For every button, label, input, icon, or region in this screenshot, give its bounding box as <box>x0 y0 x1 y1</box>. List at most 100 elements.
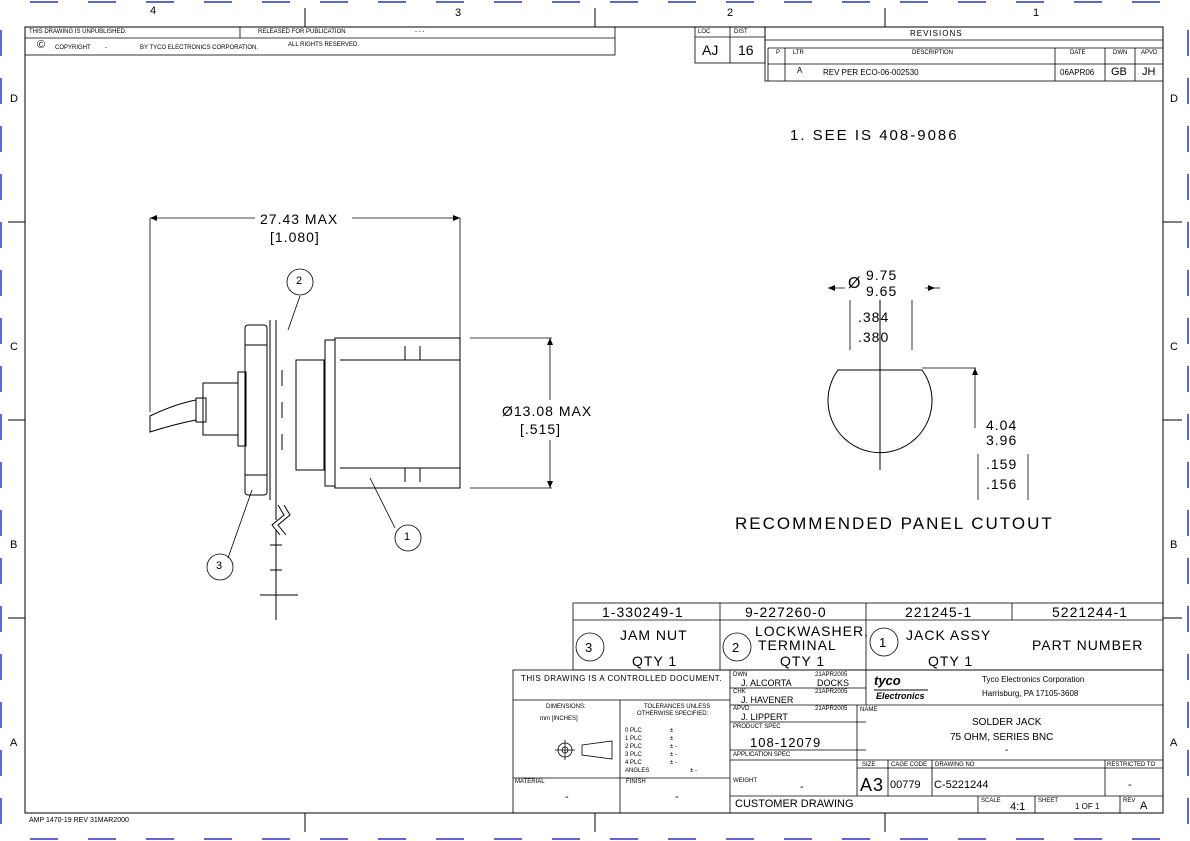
item-1-qty: QTY 1 <box>928 653 974 669</box>
dim-cutout-inch-lower: .380 <box>858 329 890 345</box>
balloon-2-label: 2 <box>296 275 303 287</box>
copyright-label: COPYRIGHT <box>55 45 91 51</box>
revision-row-date: 06APR06 <box>1060 68 1095 77</box>
zone-label-side-c: C <box>10 341 18 353</box>
tyco-logo-subtitle: Electronics <box>876 691 925 701</box>
dim-cutout-diameter-lower: 9.65 <box>866 283 898 299</box>
released-label: RELEASED FOR PUBLICATION <box>258 29 346 35</box>
company-address: Harrisburg, PA 17105-3608 <box>982 689 1079 698</box>
item-1-number: 1 <box>879 635 887 650</box>
material-value: - <box>565 791 569 803</box>
rev-label: REV <box>1123 798 1136 804</box>
zone-label-side-b-right: B <box>1170 539 1178 551</box>
size-value: A3 <box>860 775 885 795</box>
dwn-date: 21APR2005 <box>815 672 848 678</box>
sheet-label: SHEET <box>1038 798 1059 804</box>
panel-cutout-view <box>827 300 933 470</box>
item-2-number: 2 <box>732 640 740 655</box>
controlled-document-notice: THIS DRAWING IS A CONTROLLED DOCUMENT. <box>521 674 722 683</box>
header-box <box>24 26 616 56</box>
product-spec-label: PRODUCT SPEC <box>733 724 781 730</box>
connector-side-view <box>149 320 461 620</box>
part-number-item-3: 1-330249-1 <box>602 604 684 620</box>
plc-1-value: ± <box>670 736 674 742</box>
dist-label: DIST <box>734 29 748 35</box>
weight-label: WEIGHT <box>733 778 757 784</box>
plc-2-label: 2 PLC <box>625 744 642 750</box>
finish-value: - <box>675 791 679 803</box>
plc-4-value: ± - <box>670 760 677 766</box>
restricted-to-value: - <box>1128 779 1132 791</box>
copyright-year: - <box>105 45 107 51</box>
chk-name: J. HAVENER <box>741 695 794 705</box>
zone-label-side-b: B <box>10 539 18 551</box>
revisions-table <box>764 26 1164 82</box>
form-identifier: AMP 1470-19 REV 31MAR2000 <box>29 817 129 824</box>
zone-label-side-d: D <box>10 93 18 105</box>
copyright-symbol: © <box>37 39 46 51</box>
finish-label: FINISH <box>626 779 646 785</box>
tolerances-line1: TOLERANCES UNLESS <box>644 704 711 710</box>
zone-label-side-d-right: D <box>1170 93 1178 105</box>
plc-2-value: ± - <box>670 744 677 750</box>
cutout-caption: RECOMMENDED PANEL CUTOUT <box>735 514 1054 533</box>
apvd-date: 21APR2005 <box>815 706 848 712</box>
plc-3-value: ± - <box>670 752 677 758</box>
sheet-value: 1 OF 1 <box>1075 802 1100 811</box>
scale-label: SCALE <box>981 798 1001 804</box>
apvd-label: APVD <box>733 706 750 712</box>
name-line3: - <box>1005 745 1009 756</box>
application-spec-label: APPLICATION SPEC <box>733 752 791 758</box>
dim-body-diameter: Ø13.08 MAX <box>502 403 593 419</box>
item-3-name: JAM NUT <box>620 627 688 643</box>
dim-flat-inch-upper: .159 <box>986 456 1018 472</box>
tolerances-line2: OTHERWISE SPECIFIED: <box>637 711 709 717</box>
copyright-company: BY TYCO ELECTRONICS CORPORATION. <box>140 45 259 51</box>
scale-value: 4:1 <box>1010 801 1026 813</box>
rights-reserved: ALL RIGHTS RESERVED. <box>288 42 360 48</box>
dim-flat-upper: 4.04 <box>986 417 1018 433</box>
balloon-3-label: 3 <box>216 560 223 572</box>
zone-label-side-a: A <box>10 737 18 749</box>
dim-cutout-diameter-upper: 9.75 <box>866 267 898 283</box>
chk-label: CHK <box>733 689 746 695</box>
cage-code-value: 00779 <box>890 779 921 791</box>
tyco-logo-wordmark: tyco <box>874 673 901 688</box>
zone-label-top-4: 4 <box>150 5 157 17</box>
revisions-col-description: DESCRIPTION <box>912 50 954 56</box>
part-number-item-1: 221245-1 <box>905 604 973 620</box>
rev-value: A <box>1140 800 1148 812</box>
dim-flat-inch-lower: .156 <box>986 476 1018 492</box>
revision-row-dwn: GB <box>1111 66 1127 78</box>
zone-label-side-a-right: A <box>1170 737 1178 749</box>
revision-row-description: REV PER ECO-06-002530 <box>823 68 919 77</box>
drawing-number-label: DRAWING NO <box>935 762 975 768</box>
dimension-arrows-right <box>828 285 978 375</box>
customer-drawing-label: CUSTOMER DRAWING <box>735 798 854 810</box>
plc-0-label: 0 PLC <box>625 728 642 734</box>
plc-0-value: ± <box>670 728 674 734</box>
zone-label-top-3: 3 <box>455 7 462 19</box>
plc-3-label: 3 PLC <box>625 752 642 758</box>
plc-1-label: 1 PLC <box>625 736 642 742</box>
drawing-number-value: C-5221244 <box>934 779 989 791</box>
revisions-col-date: DATE <box>1070 50 1086 56</box>
general-note: 1. SEE IS 408-9086 <box>790 127 959 144</box>
dim-flat-lower: 3.96 <box>986 432 1018 448</box>
unpublished-notice: THIS DRAWING IS UNPUBLISHED. <box>29 29 127 35</box>
released-value: - - - <box>415 29 425 35</box>
material-label: MATERIAL <box>515 779 545 785</box>
revision-row-apvd: JH <box>1142 66 1156 78</box>
revision-row-ltr: A <box>797 66 803 75</box>
balloon-circles <box>206 268 422 581</box>
chk-date: 21APR2005 <box>815 689 848 695</box>
dwn-label: DWN <box>733 672 748 678</box>
company-name: Tyco Electronics Corporation <box>982 675 1085 684</box>
restricted-to-label: RESTRICTED TO <box>1107 762 1156 768</box>
dwn-extra: DOCKS <box>817 678 850 688</box>
balloon-1-label: 1 <box>404 531 411 543</box>
item-1-name: JACK ASSY <box>906 627 992 643</box>
dwn-name: J. ALCORTA <box>741 678 792 688</box>
